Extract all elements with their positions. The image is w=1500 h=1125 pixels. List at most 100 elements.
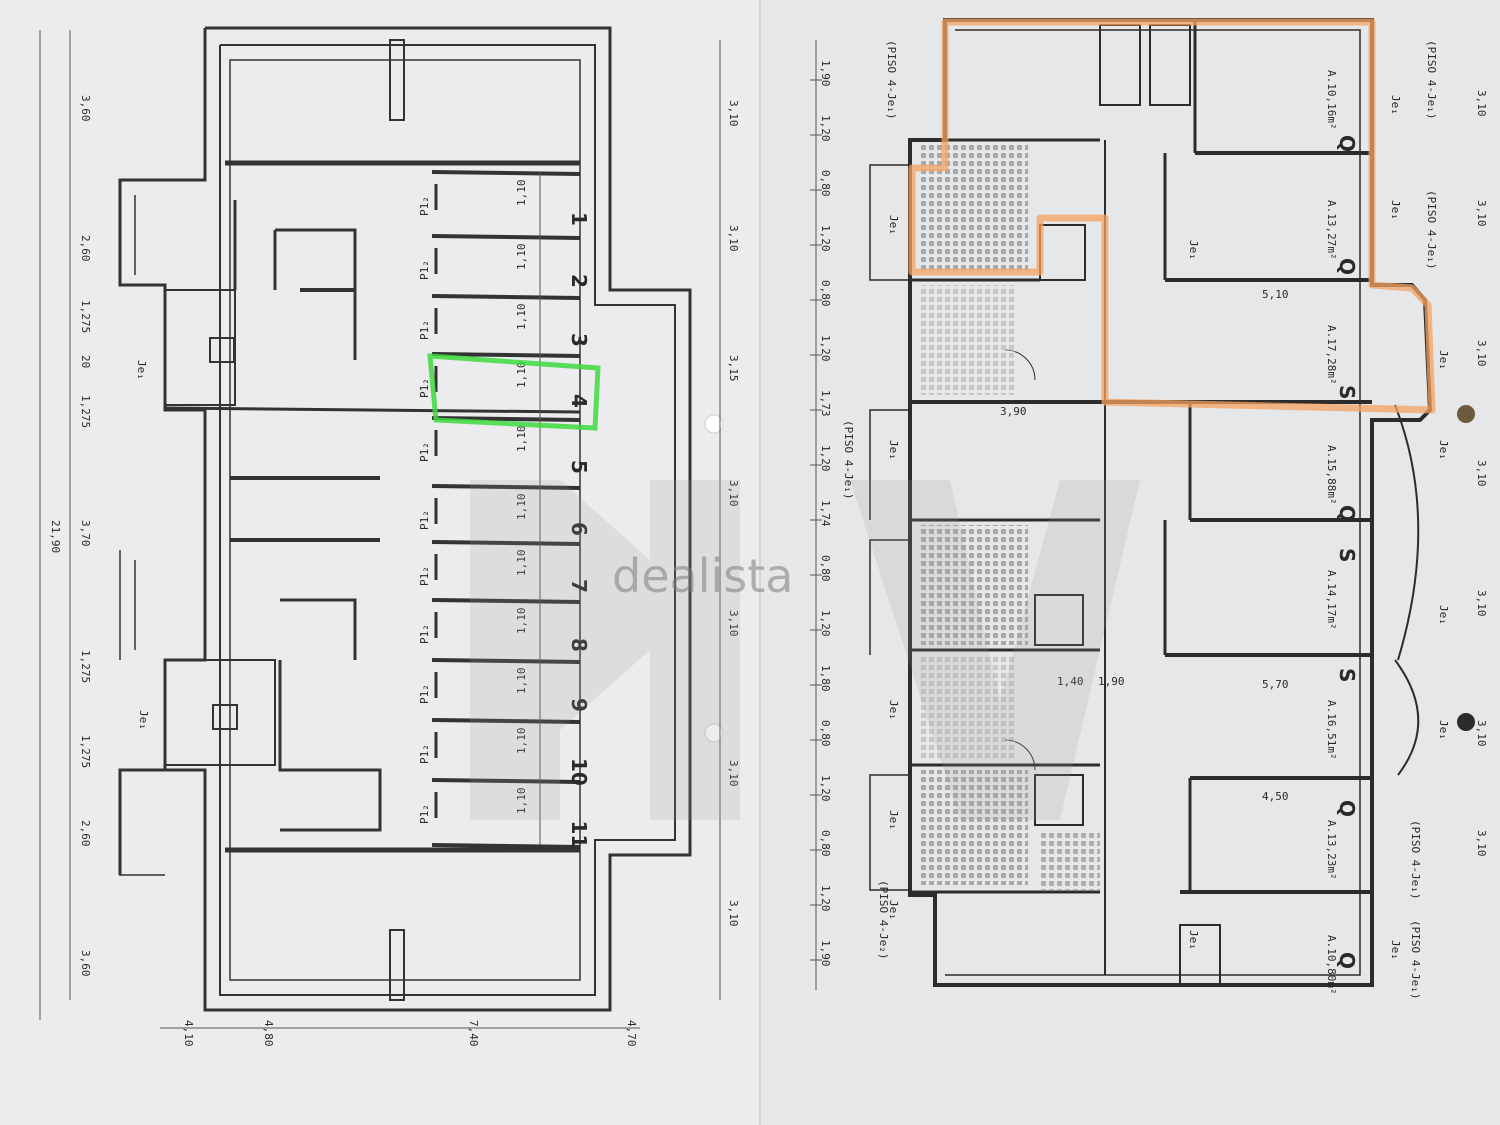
dimension-label: 2,60 bbox=[79, 235, 92, 262]
storage-highlight bbox=[427, 353, 601, 431]
overall-dimension-label: 21,90 bbox=[49, 520, 62, 553]
dimension-label: 7,40 bbox=[467, 1020, 480, 1047]
dimension-label: 1,275 bbox=[79, 395, 92, 428]
dimension-label: 1,74 bbox=[819, 500, 832, 527]
room-code: S bbox=[1335, 548, 1359, 562]
window-label: Je₁ bbox=[1389, 940, 1402, 960]
dimension-label: 20 bbox=[79, 355, 92, 368]
storage-dim-label: 1,10 bbox=[515, 668, 528, 695]
room-area-label: A.14,17m² bbox=[1325, 570, 1338, 630]
room-area-label: A.10,16m² bbox=[1325, 70, 1338, 130]
floor-label: (PISO 4-Je₁) bbox=[1409, 820, 1422, 899]
dimension-label: 1,275 bbox=[79, 300, 92, 333]
bay-window bbox=[1394, 404, 1420, 661]
storage-partition bbox=[431, 170, 581, 176]
storage-number: 3 bbox=[567, 333, 591, 347]
door-label: P1₂ bbox=[418, 378, 431, 398]
dimension-label: 3,10 bbox=[727, 100, 740, 127]
tiled-kitchen bbox=[1040, 830, 1100, 890]
window-label: Je₁ bbox=[1437, 440, 1450, 460]
storage-dim-label: 1,10 bbox=[515, 426, 528, 453]
storage-partition bbox=[431, 658, 581, 664]
binder-hole bbox=[704, 414, 724, 434]
room-area-label: A.15,88m² bbox=[1325, 445, 1338, 505]
dimension-label: 3,10 bbox=[1475, 720, 1488, 747]
dimension-label: 3,60 bbox=[79, 950, 92, 977]
door-label: P1₂ bbox=[418, 510, 431, 530]
watermark: dealista bbox=[470, 480, 1140, 820]
storage-partition bbox=[431, 416, 581, 422]
storage-number: 11 bbox=[567, 821, 591, 849]
storage-number: 1 bbox=[567, 212, 591, 226]
dimension-label: 1,20 bbox=[819, 115, 832, 142]
dimension-label: 3,70 bbox=[79, 520, 92, 547]
dimension-label: 1,40 bbox=[1057, 675, 1084, 688]
dimension-label: 0,80 bbox=[819, 555, 832, 582]
floor-label: (PISO 4-Je₁) bbox=[885, 40, 898, 119]
window-label: Je₁ bbox=[1389, 95, 1402, 115]
watermark-text: dealista bbox=[612, 549, 793, 603]
dimension-label: 1,90 bbox=[819, 60, 832, 87]
room-code: S bbox=[1335, 668, 1359, 682]
window-label: Je₁ bbox=[887, 440, 900, 460]
dimension-label: 3,10 bbox=[1475, 460, 1488, 487]
dimension-label: 1,20 bbox=[819, 610, 832, 637]
storage-partition bbox=[431, 598, 581, 604]
storage-partition bbox=[431, 778, 581, 784]
window-label: Je₁ bbox=[1187, 240, 1200, 260]
right-balcony bbox=[869, 409, 910, 520]
tiled-kitchen bbox=[918, 145, 1028, 270]
storage-partition bbox=[431, 294, 581, 300]
door-label: P1₂ bbox=[418, 320, 431, 340]
window-label: Je₁ bbox=[1437, 720, 1450, 740]
storage-partition bbox=[431, 718, 581, 724]
right-inner-wall bbox=[945, 29, 1361, 976]
dimension-label: 1,20 bbox=[819, 775, 832, 802]
dimension-label: 3,10 bbox=[1475, 830, 1488, 857]
tiled-kitchen bbox=[918, 525, 1028, 645]
elevator bbox=[1034, 594, 1084, 646]
dimension-label: 3,60 bbox=[79, 95, 92, 122]
left-room bbox=[273, 228, 357, 360]
storage-dim-label: 1,10 bbox=[515, 550, 528, 577]
storage-number: 5 bbox=[567, 460, 591, 474]
dimension-label: 3,10 bbox=[727, 610, 740, 637]
storage-number: 2 bbox=[567, 274, 591, 288]
right-plan-labels: QQSQSSQQA.10,16m²A.13,27m²A.17,28m²A.15,… bbox=[842, 40, 1488, 999]
door-label: P1₂ bbox=[418, 260, 431, 280]
left-dimension-lines bbox=[39, 30, 721, 1029]
apartment-highlight bbox=[908, 18, 1436, 414]
dimension-label: 1,20 bbox=[819, 885, 832, 912]
dimension-label: 3,15 bbox=[727, 355, 740, 382]
left-room bbox=[278, 598, 382, 832]
dimension-label: 1,90 bbox=[819, 940, 832, 967]
room-area-label: A.17,28m² bbox=[1325, 325, 1338, 385]
door-label: P1₂ bbox=[418, 804, 431, 824]
dimension-label: 5,10 bbox=[1262, 288, 1289, 301]
storage-dim-label: 1,10 bbox=[515, 728, 528, 755]
dimension-label: 1,20 bbox=[819, 225, 832, 252]
left-dimension-labels: 3,602,601,275201,2753,701,2751,2752,603,… bbox=[49, 95, 740, 1047]
dimension-label: 4,70 bbox=[625, 1020, 638, 1047]
stair-core-inner bbox=[212, 704, 238, 730]
dimension-label: 1,20 bbox=[819, 445, 832, 472]
storage-partition bbox=[431, 484, 581, 490]
left-balcony bbox=[119, 770, 165, 876]
stair-label: Je₁ bbox=[135, 360, 148, 380]
dimension-label: 3,10 bbox=[1475, 200, 1488, 227]
watermark-logo bbox=[850, 480, 1140, 820]
floor-label: (PISO 4-Je₁) bbox=[1425, 190, 1438, 269]
dimension-label: 2,60 bbox=[79, 820, 92, 847]
dimension-label: 3,10 bbox=[727, 900, 740, 927]
stair-core-inner bbox=[209, 337, 235, 363]
stair-label: Je₁ bbox=[137, 710, 150, 730]
paper-left bbox=[0, 0, 760, 1125]
dimension-label: 0,80 bbox=[819, 170, 832, 197]
paper-right bbox=[760, 0, 1500, 1125]
storage-partitions: 1,10P1₂1,10P1₂1,10P1₂1,10P1₂1,10P1₂1,10P… bbox=[418, 170, 581, 849]
room-area-label: A.13,27m² bbox=[1325, 200, 1338, 260]
door-label: P1₂ bbox=[418, 196, 431, 216]
tiled-kitchen bbox=[918, 770, 1028, 885]
window-label: Je₁ bbox=[1437, 605, 1450, 625]
